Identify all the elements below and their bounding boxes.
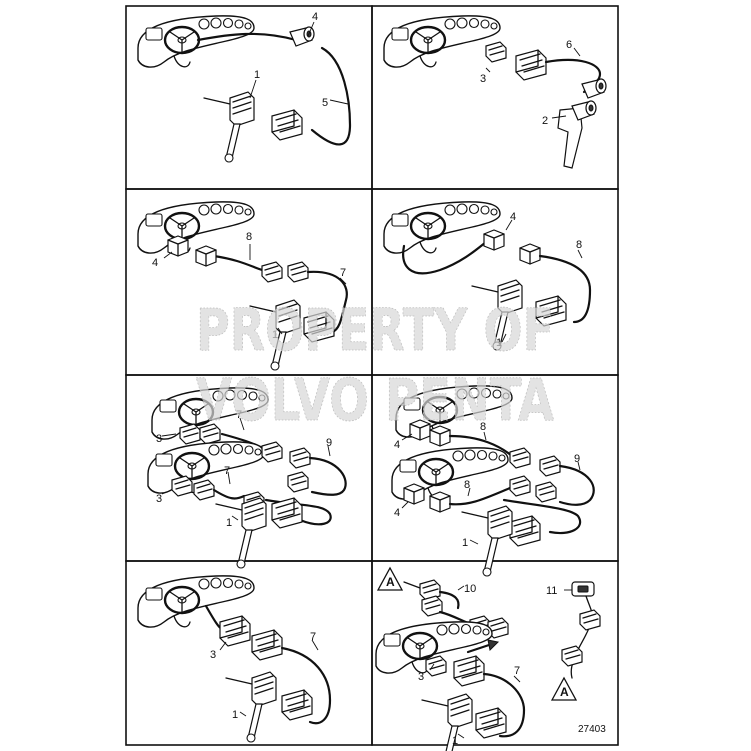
panel-4: 4 8 1 [382, 200, 592, 351]
callout-label: 3 [210, 649, 216, 661]
callout-label: 1 [462, 537, 468, 549]
callout-label: 10 [464, 583, 476, 595]
panel-8: A A 10 11 3 7 1 27403 [374, 566, 606, 751]
callout-label: 8 [246, 231, 252, 243]
callout-label: 3 [156, 433, 162, 445]
callout-label: 7 [224, 465, 230, 477]
panel-5: 7 3 7 3 9 1 [146, 386, 347, 569]
callout-label: 4 [152, 257, 158, 269]
callout-label: 1 [452, 735, 458, 747]
panel-1: 4 1 5 [136, 11, 352, 163]
panel-6: 8 4 9 8 4 1 [390, 384, 595, 577]
callout-label: 3 [156, 493, 162, 505]
panel-2: 6 3 2 [382, 14, 607, 169]
callout-label: 3 [480, 73, 486, 85]
callout-label: 7 [236, 409, 242, 421]
callout-label: 8 [576, 239, 582, 251]
callout-label: 6 [566, 39, 572, 51]
callout-label: 4 [312, 11, 318, 23]
callout-label: 4 [394, 507, 400, 519]
callout-label: 3 [418, 671, 424, 683]
watermark-line-2: VOLVO PENTA [196, 366, 554, 434]
callout-label: 4 [394, 439, 400, 451]
panel-3: 8 4 7 1 [136, 200, 348, 371]
panel-frame-8 [371, 560, 619, 746]
callout-label: 4 [510, 211, 516, 223]
callout-label: 1 [232, 709, 238, 721]
callout-label: 11 [546, 585, 557, 597]
panel-7: 3 7 1 [136, 574, 332, 743]
reference-triangle-a [550, 676, 578, 701]
callout-label: 5 [322, 97, 328, 109]
callout-label: 9 [326, 437, 332, 449]
callout-label: 2 [542, 115, 548, 127]
callout-label: 1 [254, 69, 260, 81]
triangle-label: A [560, 685, 569, 699]
callout-label: 7 [340, 267, 346, 279]
callout-label: 7 [514, 665, 520, 677]
watermark-line-1: PROPERTY OF [196, 296, 554, 364]
callout-label: 7 [310, 631, 316, 643]
reference-triangle-a [376, 566, 404, 591]
triangle-label: A [386, 575, 395, 589]
callout-label: 8 [480, 421, 486, 433]
callout-label: 1 [272, 329, 278, 341]
callout-label: 1 [496, 337, 502, 349]
callout-label: 9 [574, 453, 580, 465]
callout-label: 1 [226, 517, 232, 529]
callout-label: 8 [464, 479, 470, 491]
watermark: PROPERTY OF VOLVO PENTA [196, 296, 555, 435]
drawing-reference-number: 27403 [578, 724, 606, 735]
